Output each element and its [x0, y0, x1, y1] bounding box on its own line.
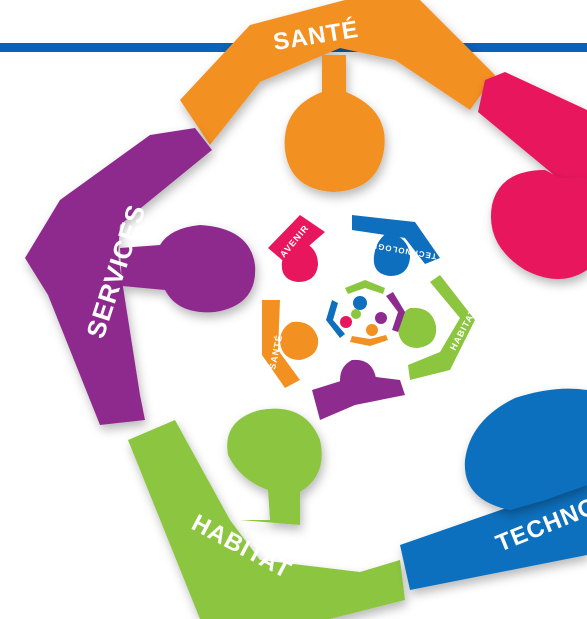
habitat-stem	[227, 408, 322, 525]
technologie-ball	[464, 388, 587, 510]
middle-pentagon: AVENIR TECHNOLOGIE HABITAT SERVICES SANT…	[262, 215, 478, 422]
small-pentagon	[326, 280, 405, 346]
avenir-band	[478, 72, 587, 190]
sante-band	[180, 0, 495, 145]
avenir-ball	[490, 170, 587, 279]
habitat-band	[128, 420, 405, 619]
services-band	[25, 128, 212, 425]
technologie-band	[400, 480, 587, 590]
sante-stem	[284, 55, 385, 192]
services-stem	[120, 225, 256, 313]
